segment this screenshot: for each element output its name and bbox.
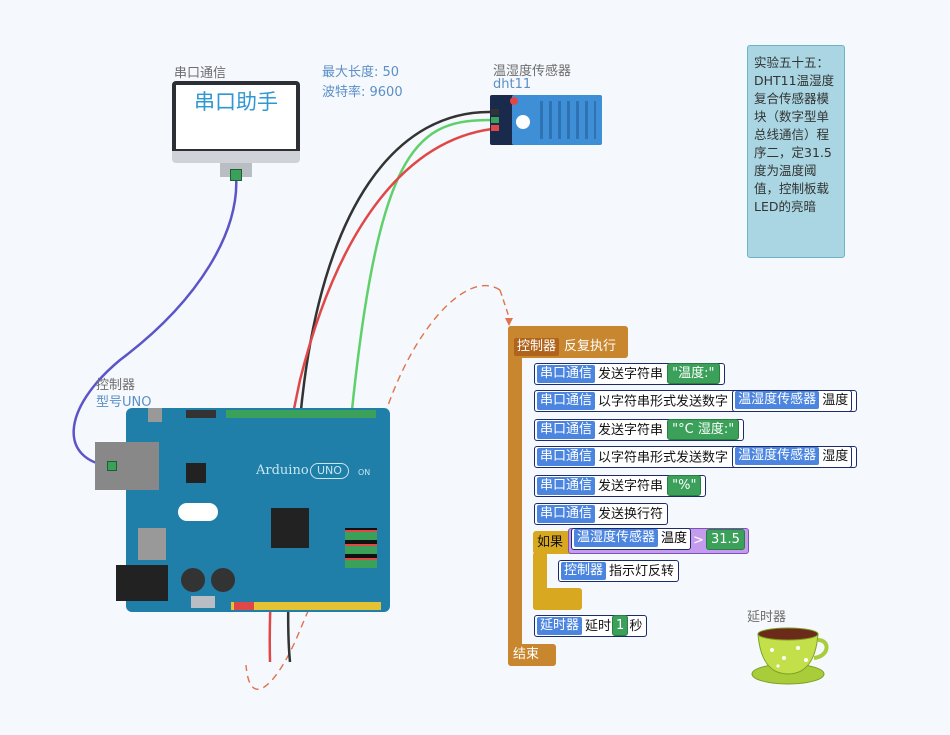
loop-spine <box>508 326 522 664</box>
controller-label: 控制器 <box>96 378 136 393</box>
usb-port-icon <box>230 169 242 181</box>
serial-monitor-device[interactable]: 串口助手 <box>172 81 300 181</box>
teacup-icon[interactable] <box>750 622 830 688</box>
loop-header-block[interactable]: 控制器 反复执行 <box>508 326 628 358</box>
loop-header-text: 反复执行 <box>564 339 617 354</box>
sensor-model: dht11 <box>493 77 532 92</box>
delay-value[interactable]: 1 <box>612 615 629 636</box>
threshold-value[interactable]: 31.5 <box>705 528 745 550</box>
loop-end-block[interactable]: 结束 <box>508 644 556 666</box>
if-block[interactable]: 如果 温湿度传感器温度>31.5 <box>533 528 749 554</box>
board-model: UNO <box>310 463 349 479</box>
usb-cable <box>72 175 238 468</box>
string-value[interactable]: "°C 湿度:" <box>667 419 740 440</box>
string-value[interactable]: "%" <box>667 475 702 496</box>
arduino-board[interactable]: Arduino UNO ON <box>126 408 390 612</box>
dht11-sensor[interactable] <box>490 95 602 145</box>
max-length-label: 最大长度: 50 <box>322 65 400 80</box>
serial-send-number-block-2[interactable]: 串口通信以字符串形式发送数字 温湿度传感器湿度 <box>534 446 858 468</box>
experiment-note: 实验五十五：DHT11温湿度复合传感器模块（数字型单总线通信）程序二，定31.5… <box>747 45 845 258</box>
if-label: 如果 <box>537 535 564 550</box>
board-on-label: ON <box>358 468 371 477</box>
loop-header-tag: 控制器 <box>514 338 560 356</box>
serial-settings: 最大长度: 50 波特率: 9600 <box>322 63 403 103</box>
serial-send-number-block-1[interactable]: 串口通信以字符串形式发送数字 温湿度传感器温度 <box>534 390 858 412</box>
serial-send-newline-block[interactable]: 串口通信发送换行符 <box>534 503 669 525</box>
loop-end-label: 结束 <box>513 647 540 662</box>
sensor-value-block[interactable]: 温湿度传感器湿度 <box>732 446 853 468</box>
sensor-label: 温湿度传感器 <box>493 64 572 79</box>
controller-model: 型号UNO <box>96 395 152 410</box>
led-toggle-block[interactable]: 控制器指示灯反转 <box>558 560 680 582</box>
board-brand: Arduino <box>256 463 309 478</box>
serial-send-string-block-3[interactable]: 串口通信发送字符串 "%" <box>534 475 707 497</box>
serial-send-string-block-1[interactable]: 串口通信发送字符串 "温度:" <box>534 363 725 385</box>
delay-device-label: 延时器 <box>747 610 787 625</box>
usb-connector <box>95 442 159 490</box>
if-end <box>533 588 582 610</box>
baud-rate-label: 波特率: 9600 <box>322 85 403 100</box>
condition-block[interactable]: 温湿度传感器温度>31.5 <box>568 528 749 554</box>
data-wire <box>350 118 493 411</box>
string-value[interactable]: "温度:" <box>667 363 720 384</box>
serial-send-string-block-2[interactable]: 串口通信发送字符串 "°C 湿度:" <box>534 419 745 441</box>
sensor-value-block[interactable]: 温湿度传感器温度 <box>732 390 853 412</box>
power-jack <box>116 565 168 601</box>
serial-monitor-label: 串口通信 <box>174 66 227 81</box>
serial-screen-text: 串口助手 <box>194 90 278 114</box>
